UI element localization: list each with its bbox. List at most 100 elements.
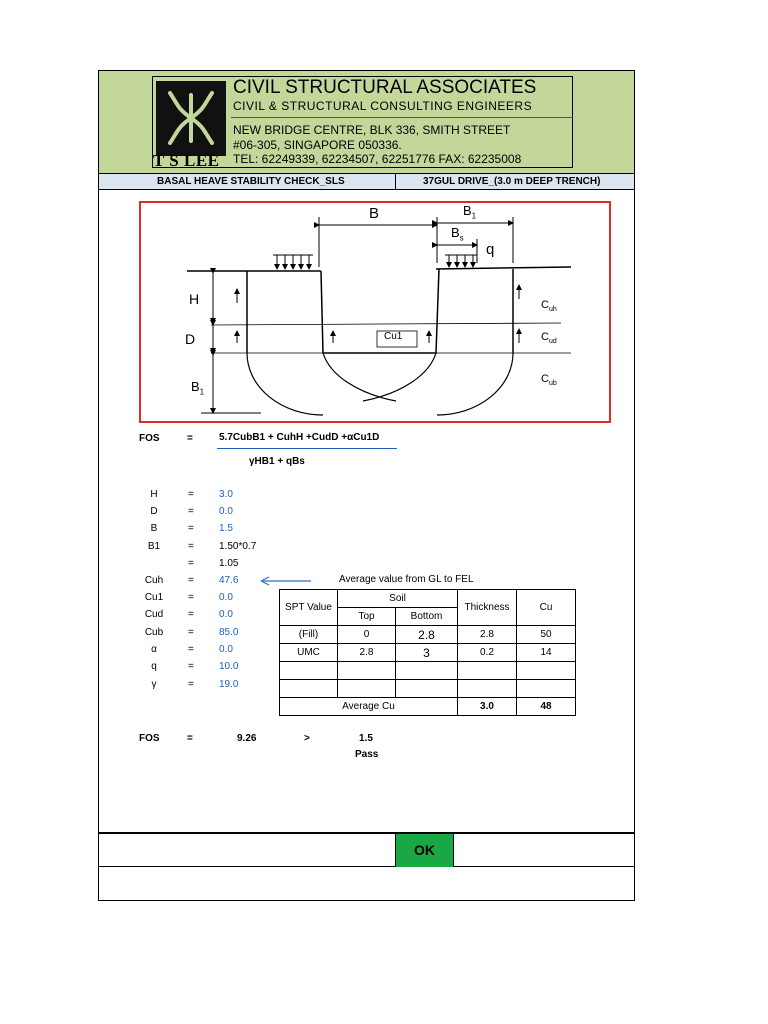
basal-heave-diagram: B B1 Bs q H D B1 Cu1 Cuh Cud Cub xyxy=(139,201,611,423)
param-eq: = xyxy=(188,523,194,534)
left-arrow-icon xyxy=(260,576,311,586)
contact-line: TEL: 62249339, 62234507, 62251776 FAX: 6… xyxy=(233,152,522,166)
address-line-1: NEW BRIDGE CENTRE, BLK 336, SMITH STREET xyxy=(233,123,511,137)
param-name: Cuh xyxy=(144,575,164,586)
param-value: 47.6 xyxy=(219,575,239,586)
header-bottom: Bottom xyxy=(395,607,458,626)
param-name: Cu1 xyxy=(144,592,164,603)
param-eq: = xyxy=(188,644,194,655)
param-name: B1 xyxy=(147,541,161,552)
table-row-average: Average Cu 3.0 48 xyxy=(279,697,576,716)
fos-limit-value: 1.5 xyxy=(359,733,373,744)
fos-result-eq: = xyxy=(187,733,193,744)
param-value: 19.0 xyxy=(219,679,239,690)
label-Cu1: Cu1 xyxy=(384,331,403,342)
param-eq: = xyxy=(188,506,194,517)
letterhead-box xyxy=(152,76,573,168)
param-value: 0.0 xyxy=(219,506,233,517)
param-eq: = xyxy=(188,661,194,672)
cell-spt: UMC xyxy=(279,643,338,662)
param-value: 10.0 xyxy=(219,661,239,672)
param-eq: = xyxy=(188,609,194,620)
header-cu: Cu xyxy=(516,589,576,626)
param-name: q xyxy=(151,661,157,672)
header-soil: Soil xyxy=(337,589,458,608)
fos-result-operator: > xyxy=(304,733,310,744)
param-eq: = xyxy=(188,558,194,569)
cell-thickness: 0.2 xyxy=(457,643,517,662)
label-D: D xyxy=(185,331,196,347)
label-Cud: Cud xyxy=(541,331,557,346)
ok-status-badge: OK xyxy=(395,834,454,867)
label-q: q xyxy=(486,241,495,258)
fos-formula-label: FOS xyxy=(139,433,160,444)
check-status: Pass xyxy=(355,749,379,760)
param-name: B xyxy=(150,523,158,534)
parameter-list: H = 3.0 D = 0.0 B = 1.5 B1 = 1.50*0.7 = … xyxy=(99,489,259,699)
footer-bar: OK xyxy=(99,832,634,867)
cell-bottom: 2.8 xyxy=(395,625,458,644)
label-B1-top: B1 xyxy=(463,203,477,221)
calculation-sheet: T S LEE CIVIL STRUCTURAL ASSOCIATES CIVI… xyxy=(98,70,635,901)
fos-numerator: 5.7CubB1 + CuhH +CudD +αCu1D xyxy=(219,432,380,443)
table-row-empty xyxy=(279,679,576,698)
average-note: Average value from GL to FEL xyxy=(339,574,474,585)
param-name: Cub xyxy=(144,627,164,638)
label-B: B xyxy=(369,205,380,222)
param-name: γ xyxy=(151,679,157,690)
company-logo xyxy=(156,81,226,156)
header-divider xyxy=(231,117,573,118)
param-name: Cud xyxy=(144,609,164,620)
letterhead: T S LEE CIVIL STRUCTURAL ASSOCIATES CIVI… xyxy=(99,71,634,173)
param-eq: = xyxy=(188,489,194,500)
fos-result-value: 9.26 xyxy=(237,733,257,744)
cell-bottom: 3 xyxy=(395,643,458,662)
cell-top: 2.8 xyxy=(337,643,396,662)
sheet-title: BASAL HEAVE STABILITY CHECK_SLS xyxy=(157,176,345,187)
title-divider xyxy=(395,174,396,189)
average-thickness: 3.0 xyxy=(457,697,517,716)
header-thickness: Thickness xyxy=(457,589,517,626)
param-value: 1.05 xyxy=(219,558,239,569)
label-H: H xyxy=(189,291,200,307)
param-eq: = xyxy=(188,679,194,690)
logo-text: T S LEE xyxy=(153,151,220,170)
label-B1-left: B1 xyxy=(191,379,205,397)
table-row: (Fill) 0 2.8 2.8 50 xyxy=(279,625,576,644)
param-value: 0.0 xyxy=(219,592,233,603)
param-name: α xyxy=(151,644,157,655)
param-eq: = xyxy=(188,627,194,638)
label-Cuh: Cuh xyxy=(541,299,557,314)
spt-table: SPT Value Soil Thickness Cu Top Bottom (… xyxy=(279,589,576,716)
average-cu-value: 48 xyxy=(516,697,576,716)
cell-top: 0 xyxy=(337,625,396,644)
fos-denominator: γHB1 + qBs xyxy=(249,456,305,467)
param-name: H xyxy=(150,489,158,500)
cell-cu: 14 xyxy=(516,643,576,662)
table-row-empty xyxy=(279,661,576,680)
param-name: D xyxy=(150,506,158,517)
param-value: 85.0 xyxy=(219,627,239,638)
cell-cu: 50 xyxy=(516,625,576,644)
company-name: CIVIL STRUCTURAL ASSOCIATES xyxy=(233,77,537,98)
company-subtitle: CIVIL & STRUCTURAL CONSULTING ENGINEERS xyxy=(233,99,533,113)
param-value: 1.50*0.7 xyxy=(219,541,257,552)
address-line-2: #06-305, SINGAPORE 050336. xyxy=(233,138,402,152)
label-Bs: Bs xyxy=(451,225,464,243)
param-value: 1.5 xyxy=(219,523,233,534)
param-value: 0.0 xyxy=(219,609,233,620)
project-title: 37GUL DRIVE_(3.0 m DEEP TRENCH) xyxy=(423,176,601,187)
param-value: 3.0 xyxy=(219,489,233,500)
fraction-line xyxy=(217,448,397,449)
table-row: UMC 2.8 3 0.2 14 xyxy=(279,643,576,662)
param-value: 0.0 xyxy=(219,644,233,655)
param-eq: = xyxy=(188,592,194,603)
param-eq: = xyxy=(188,541,194,552)
header-top: Top xyxy=(337,607,396,626)
header-spt: SPT Value xyxy=(279,589,338,626)
title-bar: BASAL HEAVE STABILITY CHECK_SLS 37GUL DR… xyxy=(99,173,634,190)
label-Cub: Cub xyxy=(541,373,557,388)
param-eq: = xyxy=(188,575,194,586)
average-cu-label: Average Cu xyxy=(279,697,458,716)
cell-thickness: 2.8 xyxy=(457,625,517,644)
